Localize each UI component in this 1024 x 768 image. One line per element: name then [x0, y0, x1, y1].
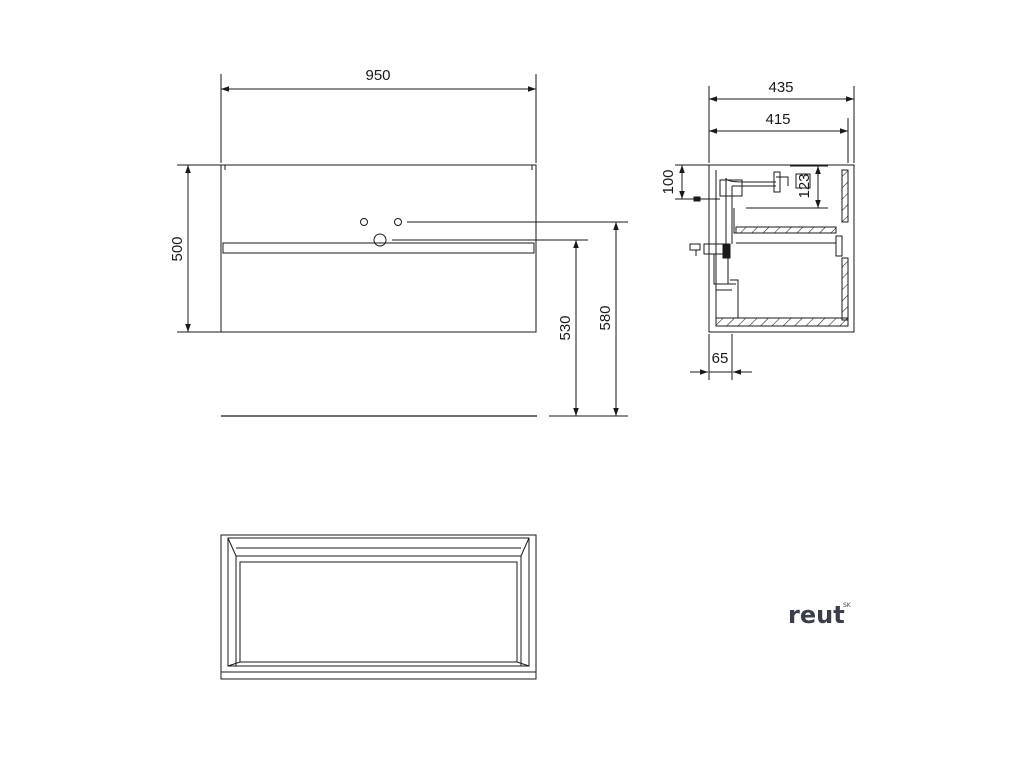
siphon-pipe [725, 177, 776, 244]
tap-hole-right [394, 218, 402, 226]
brand-name: reut [788, 601, 845, 629]
top-offset-label: 100 [660, 169, 677, 194]
depth-435-label: 435 [768, 79, 793, 96]
depth-415-label: 415 [765, 111, 790, 128]
drawer-divider [222, 242, 535, 254]
wall-offset-label: 65 [712, 350, 729, 367]
brand-superscript: SK [843, 602, 852, 609]
siphon-fitting [722, 243, 731, 259]
top-view-outline [220, 534, 537, 680]
height-580-label: 580 [597, 305, 614, 330]
cabinet-front [220, 164, 537, 333]
width-label: 950 [365, 67, 390, 84]
tap-hole-left [360, 218, 368, 226]
siphon-label: 123 [796, 173, 813, 198]
side-view [675, 86, 855, 380]
side-cabinet-outline [708, 164, 855, 333]
height-label: 500 [169, 236, 186, 261]
brand-logo: reut SK [788, 601, 852, 629]
height-530-label: 530 [557, 315, 574, 340]
front-view [177, 74, 628, 417]
drain-hole [373, 233, 387, 247]
top-view [220, 534, 537, 680]
